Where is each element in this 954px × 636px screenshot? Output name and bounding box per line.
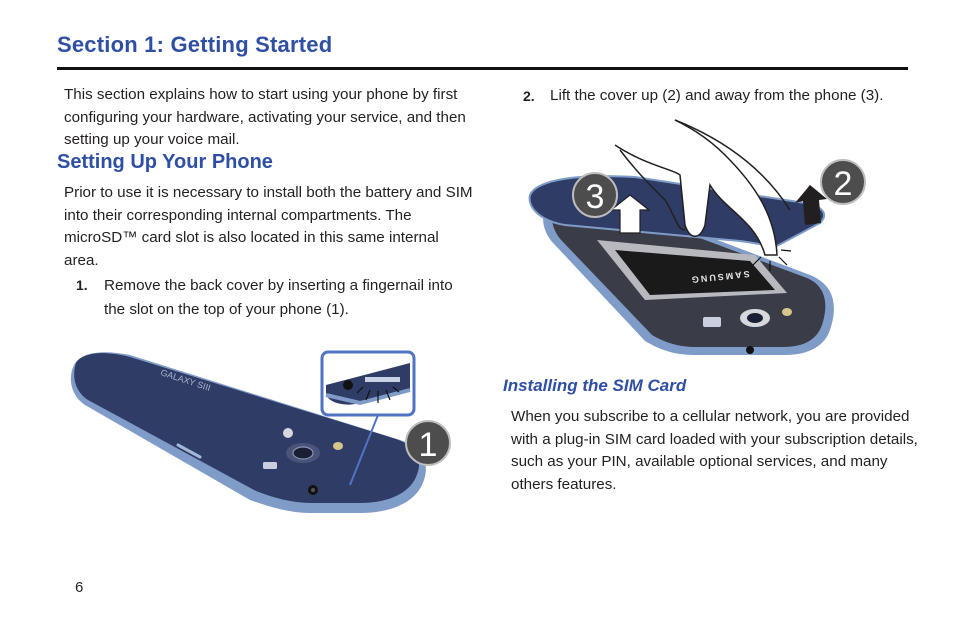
step-2-text: Lift the cover up (2) and away from the …: [550, 87, 884, 104]
lift-cover-illustration: SAMSUNG 3 2: [528, 119, 866, 355]
intro-line: configuring your hardware, activating yo…: [64, 108, 466, 126]
sim-line: others features.: [511, 475, 617, 493]
setup-line: into their corresponding internal compar…: [64, 206, 412, 224]
step-1-line: the slot on the top of your phone (1).: [104, 301, 349, 318]
setup-paragraph: Prior to use it is necessary to install …: [64, 182, 473, 272]
callout-2-label: 2: [834, 165, 853, 203]
speaker-grille: [263, 462, 277, 469]
step-1-number: 1.: [76, 277, 88, 293]
callout-1: [405, 420, 451, 466]
headphone-jack: [746, 346, 754, 354]
arrow-up-3-icon: [609, 194, 651, 234]
title-rule: [57, 67, 908, 70]
callout-2: [820, 159, 866, 205]
camera-lens: [292, 446, 314, 460]
sim-line: When you subscribe to a cellular network…: [511, 408, 910, 425]
callout-3-label: 3: [586, 178, 605, 216]
intro-line: This section explains how to start using…: [64, 86, 458, 103]
setup-line: microSD™ card slot is also located in th…: [64, 229, 439, 246]
phone-back: [74, 353, 420, 503]
intro-paragraph: This section explains how to start using…: [64, 84, 466, 152]
setup-line: area.: [64, 251, 99, 269]
arrow-up-2-icon: [795, 185, 827, 225]
phone-back-illustration: GALAXY SIII 1: [70, 350, 451, 513]
intro-line: setting up your voice mail.: [64, 131, 240, 148]
fingernail-slot: [365, 377, 400, 382]
setup-line: Prior to use it is necessary to install …: [64, 184, 473, 201]
step-1-text: Remove the back cover by inserting a fin…: [104, 274, 453, 322]
pry-marks: [356, 386, 400, 403]
sim-subsection-title: Installing the SIM Card: [503, 376, 687, 395]
subsection-title: Setting Up Your Phone: [57, 151, 273, 173]
sim-line: with a plug-in SIM card loaded with your…: [511, 430, 918, 448]
pry-marks: [752, 249, 792, 271]
camera-lens: [747, 313, 763, 323]
sim-paragraph: When you subscribe to a cellular network…: [511, 406, 918, 496]
speaker-grille: [703, 317, 721, 327]
step-1-line: Remove the back cover by inserting a fin…: [104, 277, 453, 294]
camera-flash: [782, 308, 792, 316]
camera-flash: [333, 442, 343, 450]
callout-1-label: 1: [419, 426, 438, 464]
page-number: 6: [75, 579, 84, 596]
step-2-number: 2.: [523, 88, 535, 104]
side-button: [176, 443, 202, 459]
sim-line: such as your PIN, available optional ser…: [511, 453, 888, 470]
callout-3: [572, 172, 618, 218]
inset-jack: [343, 380, 353, 390]
hand: [614, 119, 778, 256]
section-title: Section 1: Getting Started: [57, 32, 333, 57]
carrier-logo: [283, 428, 293, 438]
